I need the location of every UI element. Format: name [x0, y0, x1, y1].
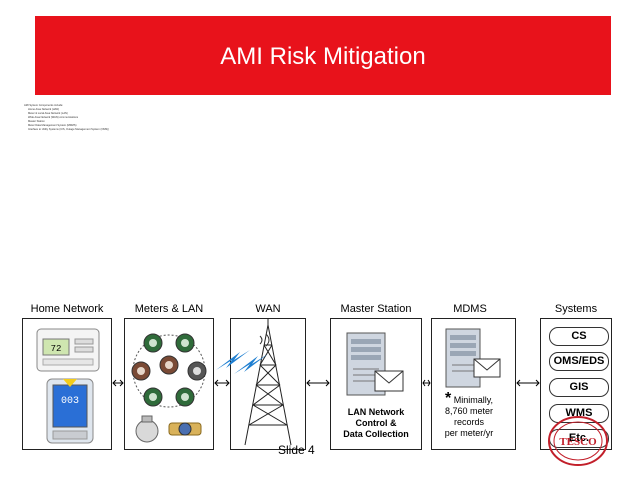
mdms-server-illustration: [445, 328, 501, 388]
thermostat-display: 72: [51, 344, 62, 354]
panel-mdms: [431, 318, 516, 450]
master-station-caption: LAN Network Control & Data Collection: [332, 407, 420, 440]
envelope-icon: [473, 358, 501, 378]
wan-tower-illustration: [244, 319, 292, 446]
label-meters-lan: Meters & LAN: [134, 303, 204, 315]
panel-meters-lan: [124, 318, 214, 450]
logo-text: TESCO: [559, 436, 597, 448]
label-master-station: Master Station: [340, 303, 412, 315]
thermostat-icon: 72: [36, 328, 100, 372]
wireless-signal-icon: [216, 333, 270, 374]
tesco-logo: TESCO: [548, 416, 608, 466]
notes-list: AMI System Components include: Home Area…: [24, 104, 109, 132]
panel-home-network: 72 003: [22, 318, 112, 450]
link-arrow-icon: [306, 379, 330, 387]
note-line: records: [453, 417, 484, 427]
slide-title: AMI Risk Mitigation: [220, 43, 426, 70]
notes-heading: AMI System Components include:: [24, 104, 64, 107]
caption-line: Control &: [355, 418, 397, 428]
asterisk: *: [444, 390, 452, 407]
caption-line: Data Collection: [343, 429, 409, 439]
server-icon: [445, 328, 481, 388]
svg-text:003: 003: [61, 396, 79, 407]
gas-meter-icon: [135, 415, 159, 443]
server-illustration: [346, 332, 404, 396]
label-wan: WAN: [255, 303, 281, 315]
envelope-icon: [374, 370, 404, 392]
label-systems: Systems: [554, 303, 598, 315]
system-oms-eds: OMS/EDS: [549, 352, 609, 371]
notes-item: Home Area Network (HAN): [28, 108, 60, 111]
system-gis: GIS: [549, 378, 609, 397]
link-arrow-icon: [516, 379, 540, 387]
note-line: Minimally,: [453, 395, 494, 405]
caption-line: LAN Network: [347, 407, 405, 417]
note-line: 8,760 meter: [444, 406, 494, 416]
notes-item: Master Station: [28, 120, 45, 123]
system-etc: Etc.: [549, 429, 609, 448]
system-wms: WMS: [549, 404, 609, 423]
mdms-note: * Minimally, 8,760 meter records per met…: [440, 390, 498, 439]
notes-item: Interface to Utility Systems (CIS, Outag…: [28, 128, 110, 131]
slide-number: Slide 4: [278, 443, 315, 457]
water-meter-icon: [168, 422, 202, 436]
notes-item: Meter Data Management System (MDMS): [28, 124, 77, 127]
notes-item: Meter & Local Area Network (LAN): [28, 112, 68, 115]
home-devices-illustration: 72 003: [36, 328, 100, 444]
notes-item: Wide Area Network (WAN) communications: [28, 116, 79, 119]
in-home-display-icon: 003: [46, 378, 94, 444]
panel-wan: [230, 318, 306, 450]
title-banner: AMI Risk Mitigation: [35, 16, 611, 95]
radio-tower-icon: [244, 319, 292, 446]
note-line: per meter/yr: [444, 428, 494, 438]
system-cs: CS: [549, 327, 609, 346]
panel-master-station: [330, 318, 422, 450]
link-arrow-icon: [422, 379, 431, 387]
meters-network-illustration: [131, 333, 207, 443]
link-arrow-icon: [214, 379, 230, 387]
link-arrow-icon: [112, 379, 124, 387]
label-home-network: Home Network: [30, 303, 104, 315]
label-mdms: MDMS: [453, 303, 487, 315]
meter-icon: [131, 333, 207, 407]
